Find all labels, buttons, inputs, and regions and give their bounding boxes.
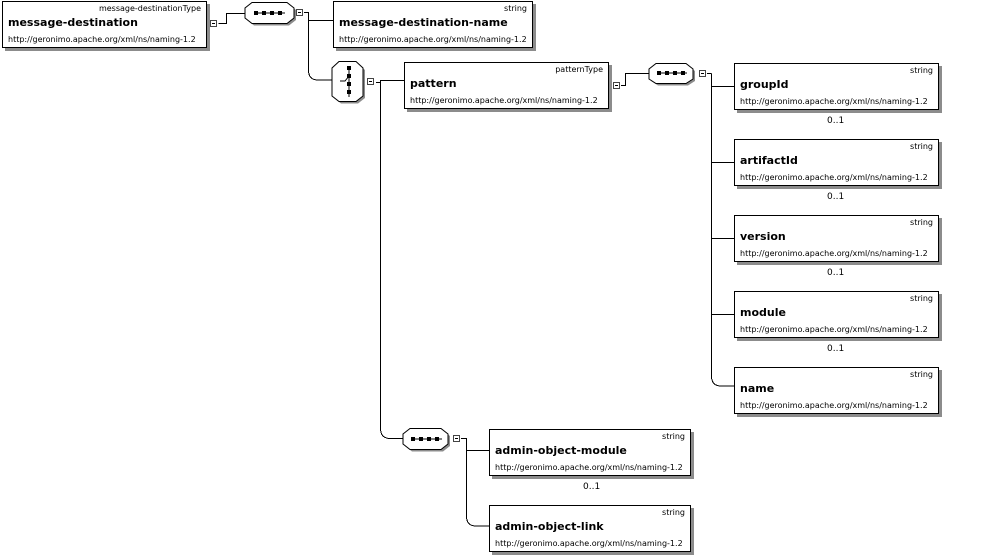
element-namespace-label: http://geronimo.apache.org/xml/ns/naming… — [740, 97, 928, 106]
collapse-toggle-choice[interactable] — [367, 78, 374, 85]
element-artifactid[interactable]: string artifactId http://geronimo.apache… — [734, 139, 939, 186]
collapse-toggle-root[interactable] — [210, 20, 217, 27]
connector-root-sequence — [218, 13, 246, 24]
collapse-toggle-pattern-sequence[interactable] — [699, 70, 706, 77]
element-namespace-label: http://geronimo.apache.org/xml/ns/naming… — [495, 463, 683, 472]
element-name-label: message-destination — [8, 16, 138, 29]
admin-sequence-compositor — [402, 428, 450, 452]
element-type-label: string — [910, 66, 933, 75]
element-type-label: string — [504, 4, 527, 13]
pattern-sequence-compositor — [648, 63, 695, 86]
connector-pattern-seq-trunk — [707, 73, 734, 387]
element-namespace-label: http://geronimo.apache.org/xml/ns/naming… — [495, 539, 683, 548]
element-name-label: admin-object-link — [495, 520, 604, 533]
root-element-message-destination[interactable]: message-destinationType message-destinat… — [2, 1, 207, 48]
element-groupid[interactable]: string groupId http://geronimo.apache.or… — [734, 63, 939, 110]
element-namespace-label: http://geronimo.apache.org/xml/ns/naming… — [410, 96, 598, 105]
connector-lines — [218, 12, 734, 527]
occurrence-label-version: 0..1 — [827, 268, 845, 278]
element-admin-object-link[interactable]: string admin-object-link http://geronimo… — [489, 505, 691, 552]
collapse-toggle-pattern[interactable] — [613, 82, 620, 89]
element-namespace-label: http://geronimo.apache.org/xml/ns/naming… — [740, 249, 928, 258]
occurrence-label-module: 0..1 — [827, 344, 845, 354]
element-message-destination-name[interactable]: string message-destination-name http://g… — [333, 1, 533, 48]
occurrence-label-groupid: 0..1 — [827, 116, 845, 126]
connector-pattern-sequence — [621, 73, 650, 86]
element-name-label: message-destination-name — [339, 16, 508, 29]
root-sequence-compositor — [244, 2, 296, 26]
element-version[interactable]: string version http://geronimo.apache.or… — [734, 215, 939, 262]
element-namespace-label: http://geronimo.apache.org/xml/ns/naming… — [740, 401, 928, 410]
element-name-label: name — [740, 382, 775, 395]
occurrence-label-artifactid: 0..1 — [827, 192, 845, 202]
element-pattern[interactable]: patternType pattern http://geronimo.apac… — [404, 62, 609, 109]
element-name-label: admin-object-module — [495, 444, 627, 457]
element-type-label: string — [662, 432, 685, 441]
element-name-label: artifactId — [740, 154, 798, 167]
choice-compositor — [331, 61, 365, 104]
element-type-label: string — [910, 294, 933, 303]
element-name[interactable]: string name http://geronimo.apache.org/x… — [734, 367, 939, 414]
element-name-label: version — [740, 230, 786, 243]
element-type-label: string — [910, 142, 933, 151]
connector-sequence-name — [304, 12, 333, 21]
element-name-label: groupId — [740, 78, 789, 91]
element-type-label: string — [910, 218, 933, 227]
connector-choice-pattern — [376, 80, 404, 83]
element-module[interactable]: string module http://geronimo.apache.org… — [734, 291, 939, 338]
connector-admin-trunk — [461, 438, 489, 527]
element-namespace-label: http://geronimo.apache.org/xml/ns/naming… — [8, 35, 196, 44]
element-name-label: pattern — [410, 77, 457, 90]
element-type-label: string — [662, 508, 685, 517]
collapse-toggle-admin-sequence[interactable] — [453, 435, 460, 442]
element-admin-object-module[interactable]: string admin-object-module http://geroni… — [489, 429, 691, 476]
connector-sequence-choice — [308, 20, 332, 81]
connector-choice-admin — [380, 82, 404, 439]
element-namespace-label: http://geronimo.apache.org/xml/ns/naming… — [740, 325, 928, 334]
element-namespace-label: http://geronimo.apache.org/xml/ns/naming… — [740, 173, 928, 182]
element-type-label: patternType — [555, 65, 603, 74]
element-type-label: message-destinationType — [98, 4, 201, 13]
element-namespace-label: http://geronimo.apache.org/xml/ns/naming… — [339, 35, 527, 44]
element-name-label: module — [740, 306, 786, 319]
collapse-toggle-root-sequence[interactable] — [296, 9, 303, 16]
occurrence-label-admin-object-module: 0..1 — [583, 482, 601, 492]
element-type-label: string — [910, 370, 933, 379]
